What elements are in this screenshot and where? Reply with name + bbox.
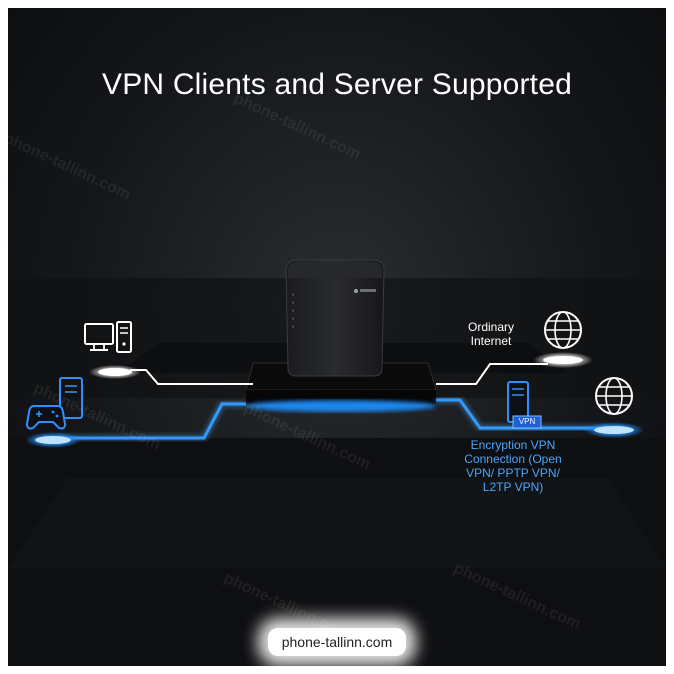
wired-link-right (436, 363, 548, 385)
game-controller-icon (25, 377, 83, 448)
router-device (285, 259, 385, 377)
globe-icon-vpn (584, 377, 644, 438)
watermark-text: phone-tallinn.com (267, 628, 407, 656)
page-title: VPN Clients and Server Supported (102, 68, 572, 101)
network-scene (8, 259, 666, 666)
globe-icon-ordinary (533, 311, 593, 368)
encryption-vpn-label: Encryption VPN Connection (Open VPN/ PPT… (464, 438, 562, 494)
ordinary-internet-label: Ordinary Internet (467, 320, 514, 348)
server-icon (507, 381, 542, 429)
watermark-footer: phone-tallinn.com (0, 628, 674, 656)
product-banner: VPN Clients and Server Supported Ordinar… (8, 8, 666, 666)
vpn-badge: VPN (518, 417, 536, 426)
desktop-computer-icon (84, 321, 141, 379)
